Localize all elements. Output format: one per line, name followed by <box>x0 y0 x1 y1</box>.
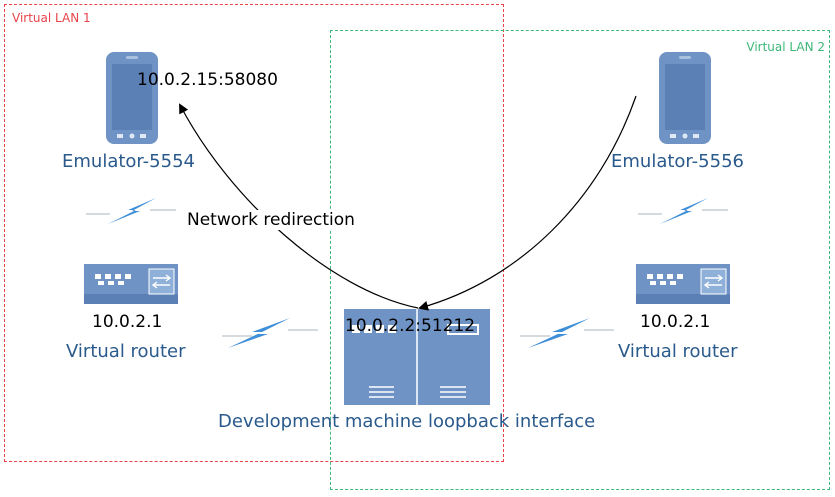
smartphone-icon <box>659 52 711 144</box>
machine-label: Development machine loopback interface <box>218 411 596 432</box>
smartphone-icon <box>106 52 158 144</box>
virtual-lan-1-label: Virtual LAN 1 <box>12 11 91 25</box>
router-left-address: 10.0.2.1 <box>92 312 163 332</box>
emulator-right-name: Emulator-5556 <box>611 151 744 172</box>
virtual-lan-2-boundary <box>330 30 830 490</box>
router-left-label: Virtual router <box>66 341 186 362</box>
server-icon <box>344 309 490 405</box>
router-right-label: Virtual router <box>618 341 738 362</box>
network-redirection-label: Network redirection <box>185 210 357 230</box>
emulator-left-address: 10.0.2.15:58080 <box>137 70 278 90</box>
wireless-link-right-lower <box>520 318 614 348</box>
virtual-lan-1-boundary <box>4 4 504 462</box>
emulator-left-name: Emulator-5554 <box>62 151 195 172</box>
wireless-link-right-upper <box>638 198 728 224</box>
redirection-arrow-to-emulator <box>179 103 419 309</box>
router-icon <box>84 264 178 304</box>
wireless-link-left-lower <box>222 318 318 348</box>
router-icon <box>636 264 730 304</box>
redirection-arrow-from-emulator <box>418 95 637 311</box>
wireless-link-left-upper <box>86 198 176 224</box>
router-right-address: 10.0.2.1 <box>640 312 711 332</box>
machine-address: 10.0.2.2:51212 <box>345 316 476 336</box>
virtual-lan-2-label: Virtual LAN 2 <box>746 40 825 54</box>
